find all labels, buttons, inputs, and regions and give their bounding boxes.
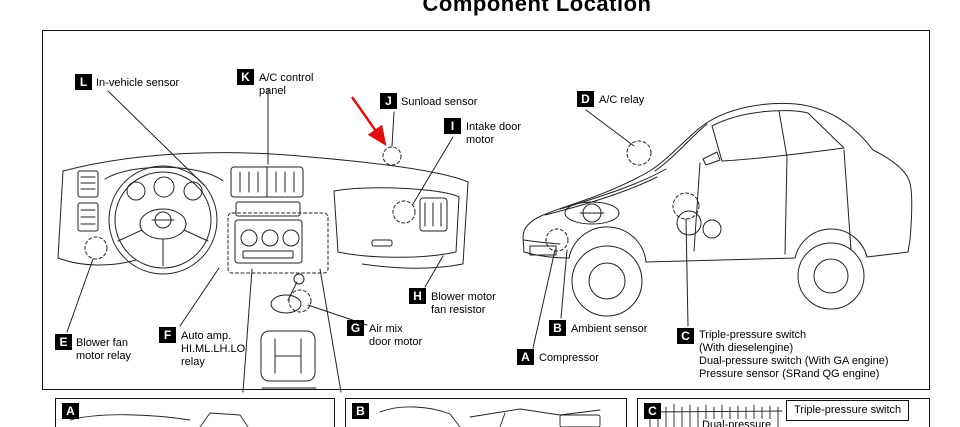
dashboard-illustration xyxy=(57,152,469,393)
detail-panel-c xyxy=(637,398,930,427)
callout-badge-J: J xyxy=(380,93,397,109)
detail-panel-a xyxy=(55,398,335,427)
callout-badge-G: G xyxy=(347,320,364,336)
callout-label-J: Sunload sensor xyxy=(401,96,478,108)
callout-label-E: Blower fan motor relay xyxy=(76,337,132,362)
callout-badge-K: K xyxy=(237,69,254,85)
callout-badge-L: L xyxy=(75,74,92,90)
callout-label-B: Ambient sensor xyxy=(571,323,648,335)
page-title: Component Location xyxy=(422,0,652,16)
callout-badge-E: E xyxy=(55,334,72,350)
diagram-frame xyxy=(42,30,930,390)
callout-badge-D: D xyxy=(577,91,594,107)
panel-c-caption-partial: Dual-pressure xyxy=(700,419,774,427)
callout-label-F: Auto amp. HI.ML.LH.LO relay xyxy=(181,330,246,368)
callout-label-D: A/C relay xyxy=(599,94,645,106)
callout-badge-C: C xyxy=(677,328,694,344)
callout-label-A: Compressor xyxy=(539,352,599,364)
callout-badge-F: F xyxy=(159,327,176,343)
callout-badge-B: B xyxy=(549,320,566,336)
detail-panel-b xyxy=(345,398,627,427)
callout-label-L: In-vehicle sensor xyxy=(96,77,180,89)
component-location-markers xyxy=(84,140,700,313)
callout-badge-I: I xyxy=(444,118,461,134)
callout-label-H: Blower motor fan resistor xyxy=(431,291,496,316)
car-illustration xyxy=(522,102,913,317)
callout-badge-H: H xyxy=(409,288,426,304)
panel-badge-A: A xyxy=(62,403,79,419)
callout-label-G: Air mix door motor xyxy=(369,323,423,348)
callout-label-K: A/C control panel xyxy=(259,72,314,97)
panel-c-caption: Triple-pressure switch xyxy=(786,400,910,421)
panel-badge-B: B xyxy=(352,403,369,419)
callout-label-C: Triple-pressure switch (With dieselengin… xyxy=(699,329,889,380)
red-pointer-arrow xyxy=(350,96,387,147)
panel-badge-C: C xyxy=(644,403,661,419)
leader-lines xyxy=(66,88,689,349)
panel-art-fragments xyxy=(69,403,783,427)
callout-badge-A: A xyxy=(517,349,534,365)
callout-label-I: Intake door motor xyxy=(466,121,522,146)
